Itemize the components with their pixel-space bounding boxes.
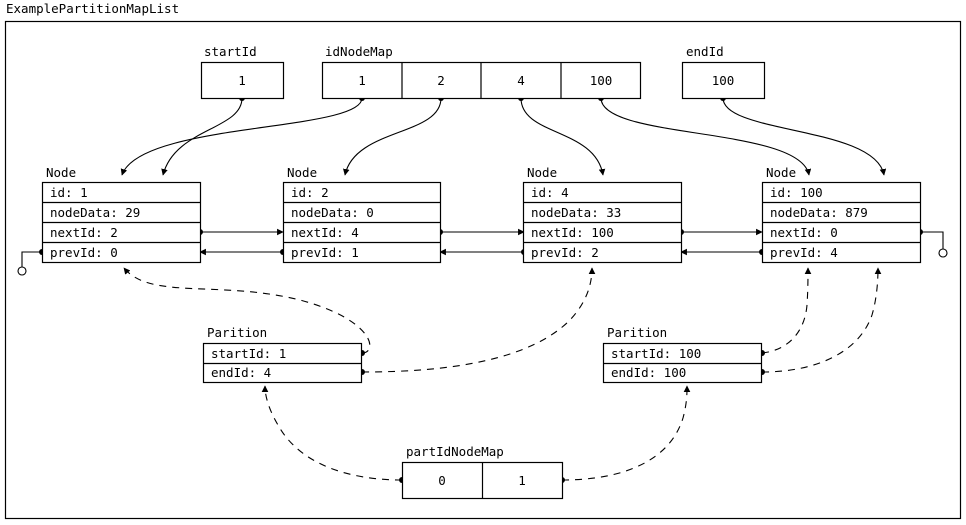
node-2-field-id: id: 2 [291,185,329,200]
array-idnodemap[interactable]: idNodeMap 1 2 4 100 [321,44,642,100]
edge-idnodemap-0-to-node1 [120,97,363,176]
edge-endid-to-node4 [722,97,887,176]
node-1-caption: Node [46,165,76,180]
node-4-field-nodedata: nodeData: 879 [770,205,868,220]
partition-box-1[interactable]: Parition startId: 1 endId: 4 [202,325,363,384]
array-idnodemap-cell-3: 100 [590,73,613,88]
partition-1-field-endid: endId: 4 [211,365,271,380]
array-partidnodemap[interactable]: partIdNodeMap 0 1 [401,444,564,500]
array-startid-box[interactable] [200,61,285,100]
node-box-3[interactable]: Node id: 4 nodeData: 33 nextId: 100 prev… [522,165,683,264]
array-startid-caption: startId [204,44,257,59]
node-1-field-nodedata: nodeData: 29 [50,205,140,220]
edge-idnodemap-3-to-node4 [600,97,812,176]
array-idnodemap-caption: idNodeMap [325,44,393,59]
edge-startid-to-node1 [161,97,243,176]
edge-idnodemap-1-to-node2 [343,97,442,176]
edge-partidnodemap-1-to-partition2 [561,385,691,481]
node-box-4[interactable]: Node id: 100 nodeData: 879 nextId: 0 pre… [761,165,922,264]
edge-partition1-startid-to-node1 [123,267,371,354]
edge-node1-prev-null [21,251,42,267]
array-endid-box[interactable] [681,61,766,100]
edge-partition1-endid-to-node3 [361,267,596,373]
node-3-field-nodedata: nodeData: 33 [531,205,621,220]
array-partidnodemap-cell-0: 0 [438,473,446,488]
null-terminator-right [938,248,948,258]
partition-2-caption: Parition [607,325,667,340]
node-box-2[interactable]: Node id: 2 nodeData: 0 nextId: 4 prevId:… [282,165,442,264]
node-1-field-previd: prevId: 0 [50,245,118,260]
pointer-edges-solid [120,95,887,176]
edge-partidnodemap-0-to-partition1 [261,385,403,481]
edge-partition2-startid-to-node4 [761,267,812,354]
node-3-field-previd: prevId: 2 [531,245,599,260]
edge-node4-next-null [920,231,944,249]
array-endid[interactable]: endId 100 [681,44,766,100]
edge-idnodemap-2-to-node3 [520,97,606,176]
partition-2-field-endid: endId: 100 [611,365,686,380]
partition-1-caption: Parition [207,325,267,340]
node-1-field-id: id: 1 [50,185,88,200]
array-endid-cell-0: 100 [712,73,735,88]
node-4-field-nextid: nextId: 0 [770,225,838,240]
array-idnodemap-cell-2: 4 [517,73,525,88]
partition-box-2[interactable]: Parition startId: 100 endId: 100 [602,325,763,384]
node-2-field-previd: prevId: 1 [291,245,359,260]
node-3-field-id: id: 4 [531,185,569,200]
array-startid-cell-0: 1 [238,73,246,88]
array-partidnodemap-cell-1: 1 [518,473,526,488]
edge-partition2-endid-to-node4 [761,267,882,373]
node-1-field-nextid: nextId: 2 [50,225,118,240]
page-title: ExamplePartitionMapList [6,1,179,16]
node-box-1[interactable]: Node id: 1 nodeData: 29 nextId: 2 prevId… [41,165,202,264]
node-4-field-id: id: 100 [770,185,823,200]
node-4-field-previd: prevId: 4 [770,245,838,260]
null-terminator-left [17,266,27,276]
array-partidnodemap-caption: partIdNodeMap [406,444,504,459]
node-2-field-nodedata: nodeData: 0 [291,205,374,220]
array-idnodemap-cell-0: 1 [358,73,366,88]
node-3-caption: Node [527,165,557,180]
array-idnodemap-cell-1: 2 [437,73,445,88]
node-2-caption: Node [287,165,317,180]
node-3-field-nextid: nextId: 100 [531,225,614,240]
node-4-caption: Node [766,165,796,180]
partition-1-field-startid: startId: 1 [211,346,286,361]
node-2-field-nextid: nextId: 4 [291,225,359,240]
array-startid[interactable]: startId 1 [200,44,285,100]
array-endid-caption: endId [686,44,724,59]
outer-frame [4,20,962,520]
partition-2-field-startid: startId: 100 [611,346,701,361]
